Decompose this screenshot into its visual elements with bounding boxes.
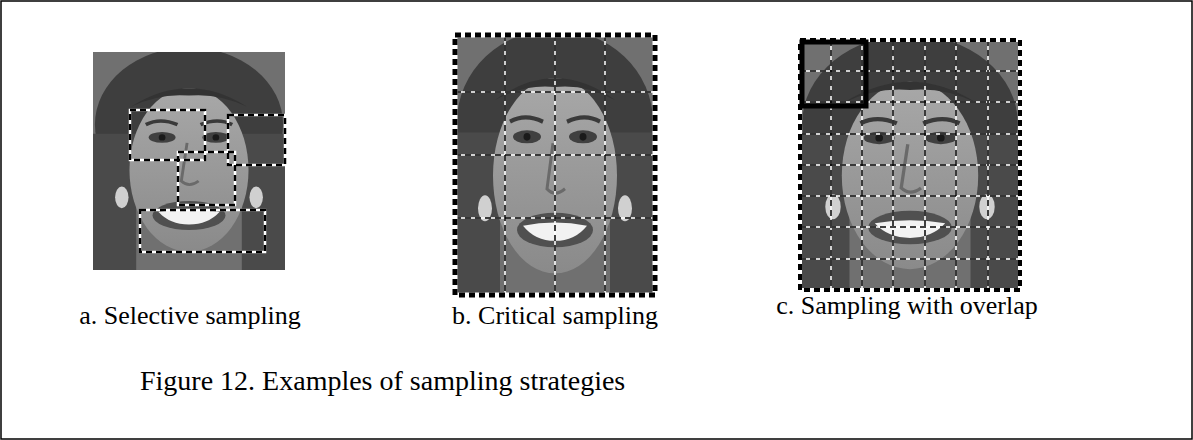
- sample-window: [802, 42, 866, 106]
- face-photo: [800, 35, 1020, 290]
- face-photo: [455, 30, 655, 295]
- figure-caption: Figure 12. Examples of sampling strategi…: [140, 364, 625, 398]
- sampling-grid: [130, 35, 1020, 295]
- subfigure-label: c. Sampling with overlap: [776, 290, 1037, 321]
- face-photo: [93, 47, 285, 270]
- subfigure-label: b. Critical sampling: [452, 300, 658, 331]
- subfigure-label: a. Selective sampling: [79, 300, 301, 331]
